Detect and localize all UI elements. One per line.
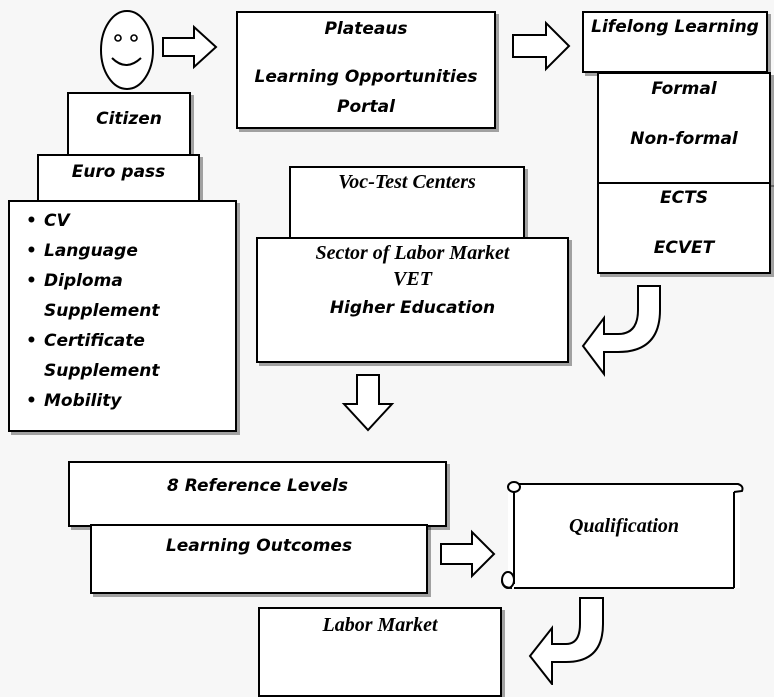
sector-line-3: Higher Education [329, 298, 496, 318]
citizen-box [67, 92, 191, 156]
reference-levels-label: 8 Reference Levels [167, 476, 348, 496]
labor-market-label: Labor Market [322, 614, 438, 636]
voc-test-centers-label: Voc-Test Centers [338, 171, 476, 193]
list-item: Supplement [44, 361, 160, 381]
lifelong-learning-box [582, 11, 768, 73]
right-arrow-icon [512, 20, 571, 72]
sector-box [256, 237, 569, 363]
qualification-label: Qualification [568, 515, 679, 537]
list-item: Supplement [44, 301, 160, 321]
formal-label: Formal [651, 79, 717, 99]
europass-list: •CV •Language •Diploma Supplement •Certi… [24, 206, 160, 416]
right-arrow-icon [162, 24, 218, 70]
curved-arrow-icon [528, 597, 604, 685]
right-arrow-icon [440, 529, 496, 579]
learning-outcomes-label: Learning Outcomes [165, 536, 353, 556]
nonformal-label: Non-formal [630, 129, 738, 149]
formal-nonformal-box [597, 72, 771, 184]
citizen-label: Citizen [96, 109, 162, 129]
plateaus-line-1: Learning Opportunities [254, 67, 478, 87]
learning-outcomes-box [90, 524, 428, 594]
sector-line-2: VET [393, 268, 432, 290]
list-item: •Mobility [26, 391, 122, 411]
list-item: •CV [26, 211, 70, 231]
ects-ecvet-box [597, 182, 771, 274]
down-arrow-icon [341, 374, 395, 432]
europass-items-box [8, 200, 237, 432]
curved-arrow-icon [581, 285, 661, 377]
list-item: •Diploma [26, 271, 123, 291]
ecvet-label: ECVET [653, 238, 715, 258]
europass-title: Euro pass [71, 162, 166, 182]
sector-line-1: Sector of Labor Market [315, 242, 510, 264]
plateaus-title: Plateaus [324, 19, 408, 39]
plateaus-line-2: Portal [337, 97, 395, 117]
lifelong-learning-title: Lifelong Learning [591, 17, 759, 37]
plateaus-box [236, 11, 496, 129]
list-item: •Certificate [26, 331, 145, 351]
ects-label: ECTS [660, 188, 708, 208]
list-item: •Language [26, 241, 138, 261]
